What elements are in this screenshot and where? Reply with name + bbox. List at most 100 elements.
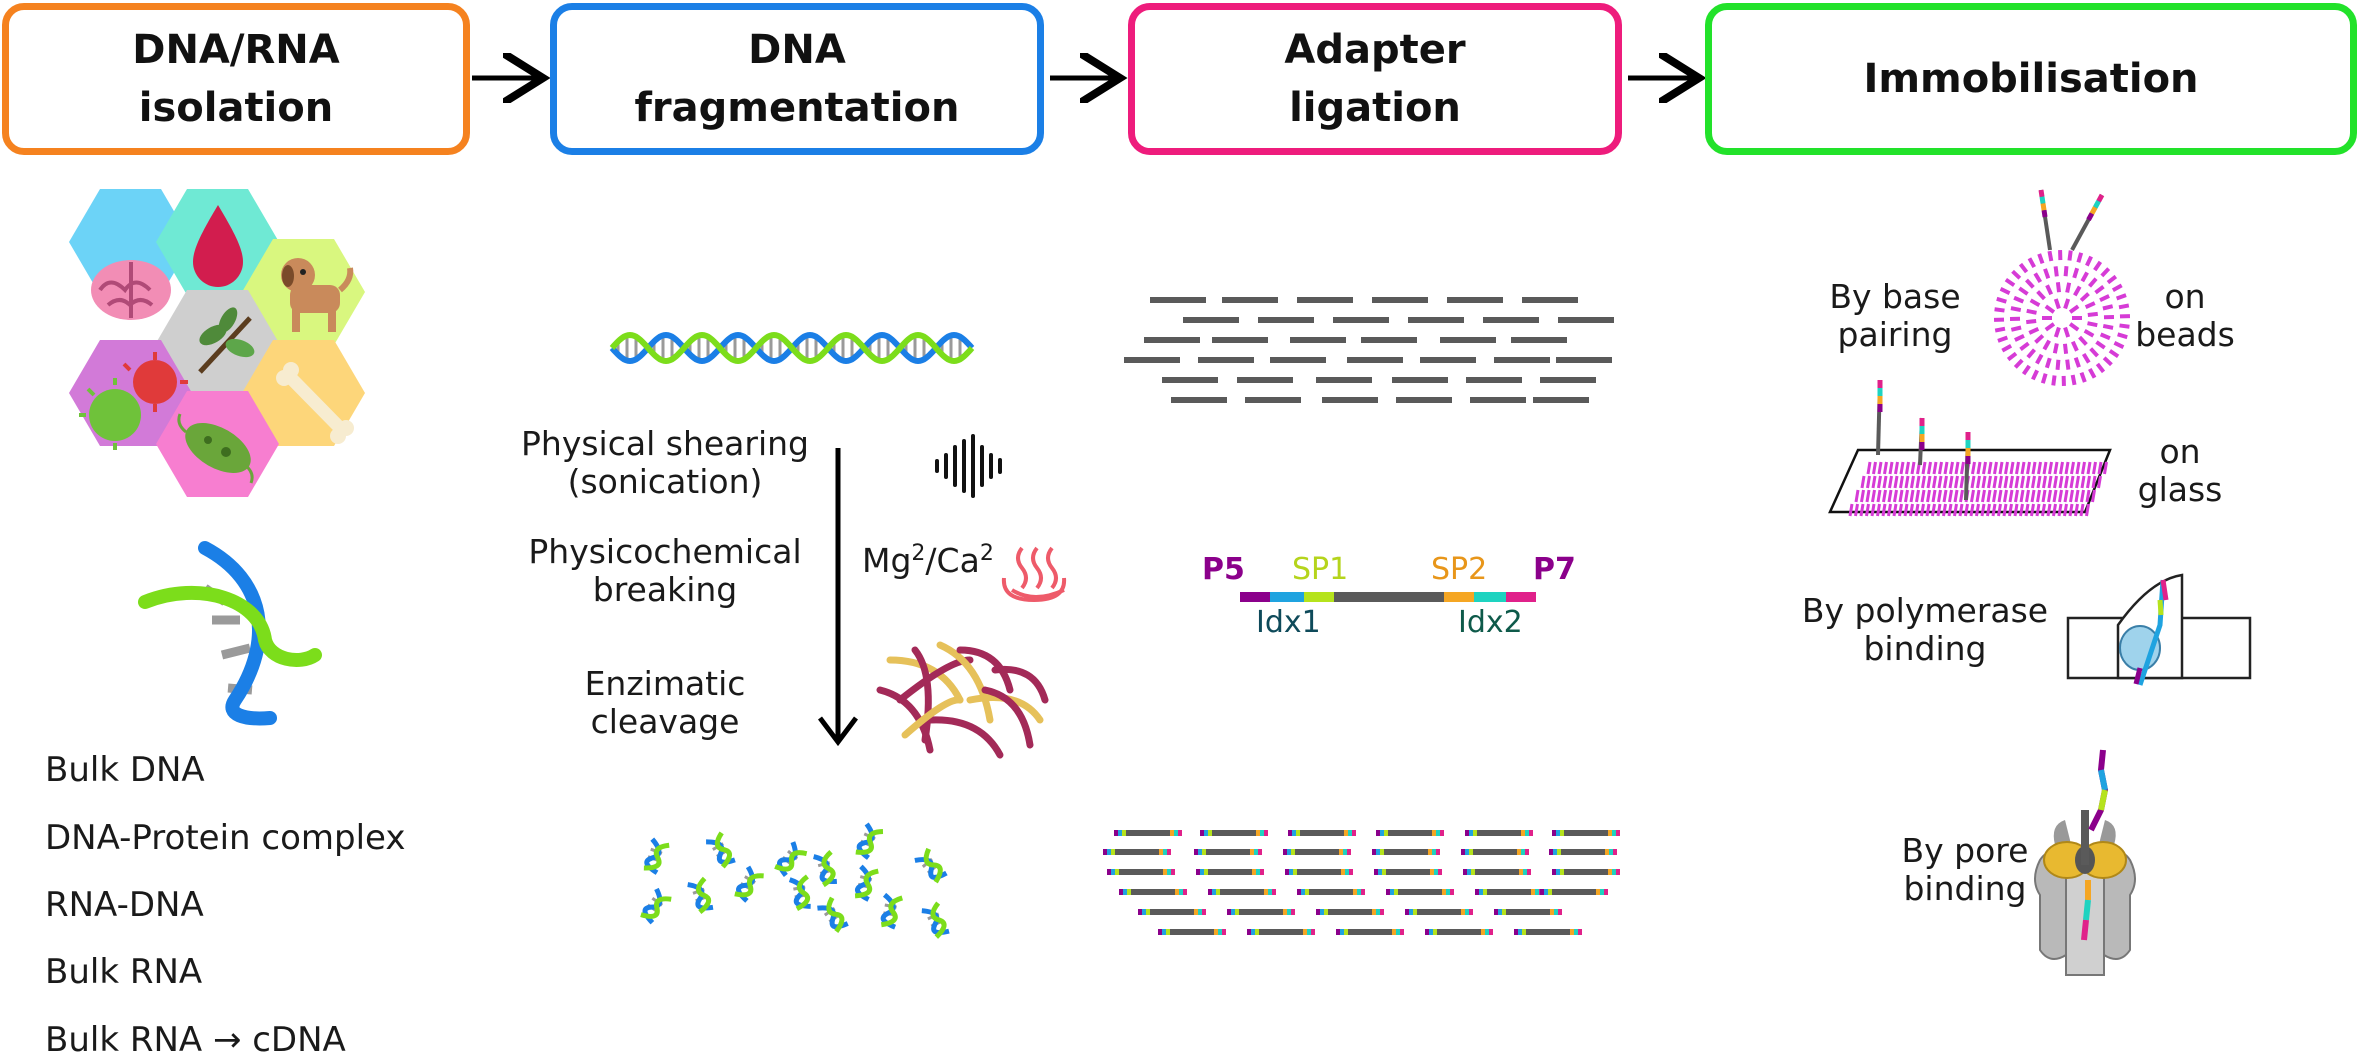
glass-strand xyxy=(2070,504,2072,516)
glass-strand xyxy=(2071,476,2073,488)
adapter-segment xyxy=(1518,929,1522,935)
dna-fragment xyxy=(774,842,807,877)
dna-fragment xyxy=(814,852,839,886)
adapter-segment xyxy=(1114,830,1118,836)
adapter-segment xyxy=(1107,849,1111,855)
glass-strand xyxy=(1907,462,1909,474)
dna-fragment xyxy=(853,866,878,900)
glass-strand xyxy=(1901,476,1903,488)
adapter-segment xyxy=(1231,909,1235,915)
glass-strand xyxy=(2015,504,2017,516)
adapted-fragment xyxy=(1372,849,1440,855)
adapted-fragment xyxy=(1158,929,1226,935)
adapted-fragment xyxy=(1463,869,1531,875)
glass-strand xyxy=(1983,476,1985,488)
adapted-fragment xyxy=(1336,929,1404,935)
glass-strand xyxy=(1856,504,1858,516)
glass-strand xyxy=(2016,476,2018,488)
glass-strand xyxy=(1927,504,1929,516)
adapter-segment xyxy=(1392,929,1396,935)
glass-strand xyxy=(1982,504,1984,516)
bead-strand xyxy=(2087,323,2097,325)
glass-strand xyxy=(2027,476,2029,488)
step-header-immobilisation: Immobilisation xyxy=(1705,3,2357,155)
adapted-fragment xyxy=(1107,869,1175,875)
adapter-segment xyxy=(1251,929,1255,935)
bead-strand xyxy=(2019,288,2027,294)
glass-strand xyxy=(2076,490,2078,502)
glass-strand xyxy=(1900,504,1902,516)
glass-strand xyxy=(1934,476,1936,488)
adapter-segment xyxy=(1287,849,1291,855)
glass-strand xyxy=(2026,504,2028,516)
step-header-isolation: DNA/RNA isolation xyxy=(2,3,470,155)
adapted-fragment xyxy=(1540,889,1608,895)
adapter-segment xyxy=(1550,909,1554,915)
bead-strand xyxy=(2026,280,2033,287)
glass-strand xyxy=(2032,490,2034,502)
bead-strand xyxy=(2058,360,2059,370)
bead-strand xyxy=(2102,269,2109,276)
adapter-segment xyxy=(1578,929,1582,935)
glass-strand xyxy=(1911,490,1913,502)
glass-strand xyxy=(1922,490,1924,502)
adapter-segment xyxy=(1256,830,1260,836)
adapter-segment xyxy=(1255,929,1259,935)
bead-strand xyxy=(2037,355,2042,364)
adapter-segment xyxy=(1471,869,1475,875)
adapter-segment xyxy=(1483,889,1487,895)
adapter-segment xyxy=(1467,869,1471,875)
bead-strand xyxy=(2044,341,2049,350)
adapter-segment xyxy=(1527,869,1531,875)
adapter-segment xyxy=(1202,909,1206,915)
bead-strand xyxy=(2090,279,2097,287)
glass-strand xyxy=(1867,504,1869,516)
insert-segment xyxy=(1259,929,1303,935)
adapted-fragment xyxy=(1200,830,1268,836)
glass-strand xyxy=(1989,476,1991,488)
ion-mg: Mg xyxy=(862,541,911,580)
adapted-fragment xyxy=(1194,849,1262,855)
adapter-segment xyxy=(1159,849,1163,855)
glass-strand xyxy=(1949,504,1951,516)
adapter-segment xyxy=(1522,929,1526,935)
bead-strand xyxy=(1995,309,2005,310)
adapted-fragment xyxy=(1285,869,1353,875)
glass-strand xyxy=(2071,490,2073,502)
glass-strand xyxy=(2043,490,2045,502)
insert-segment xyxy=(1328,909,1372,915)
adapter-segment xyxy=(1198,849,1202,855)
glass-strand xyxy=(1955,490,1957,502)
bead-strand xyxy=(2096,342,2104,348)
adapter-segment xyxy=(1311,929,1315,935)
glass-strand xyxy=(2016,490,2018,502)
adapter-segment xyxy=(1436,830,1440,836)
insert-segment xyxy=(1170,929,1214,935)
ion-separator: / xyxy=(925,541,936,580)
glass-strand xyxy=(2032,504,2034,516)
adapter-segment xyxy=(1349,869,1353,875)
adapter-segment xyxy=(1450,889,1454,895)
adapted-fragment xyxy=(1247,929,1315,935)
glass-strand xyxy=(1978,462,1980,474)
source-bulk-rna: Bulk RNA xyxy=(45,952,202,992)
glass-strand xyxy=(2087,504,2089,516)
ion-mg-charge: 2 xyxy=(911,541,925,566)
insert-segment xyxy=(1295,849,1339,855)
glass-strand xyxy=(1879,476,1881,488)
adapter-segment xyxy=(1442,889,1446,895)
bead-strand-segment xyxy=(2092,207,2095,213)
adapter-segment xyxy=(1146,909,1150,915)
adapted-fragment xyxy=(1386,889,1454,895)
glass-strand xyxy=(1868,476,1870,488)
adapter-segment xyxy=(1138,909,1142,915)
bead-strand xyxy=(2056,299,2059,309)
adapter-segment xyxy=(1222,929,1226,935)
adapter-segment xyxy=(1316,909,1320,915)
bead-strand-segment xyxy=(2095,201,2098,207)
adapter-segment xyxy=(1158,929,1162,935)
glass-strand xyxy=(1850,504,1852,516)
bead-strand xyxy=(2081,294,2088,301)
adapter-segment xyxy=(1461,849,1465,855)
adapter-segment xyxy=(1384,830,1388,836)
